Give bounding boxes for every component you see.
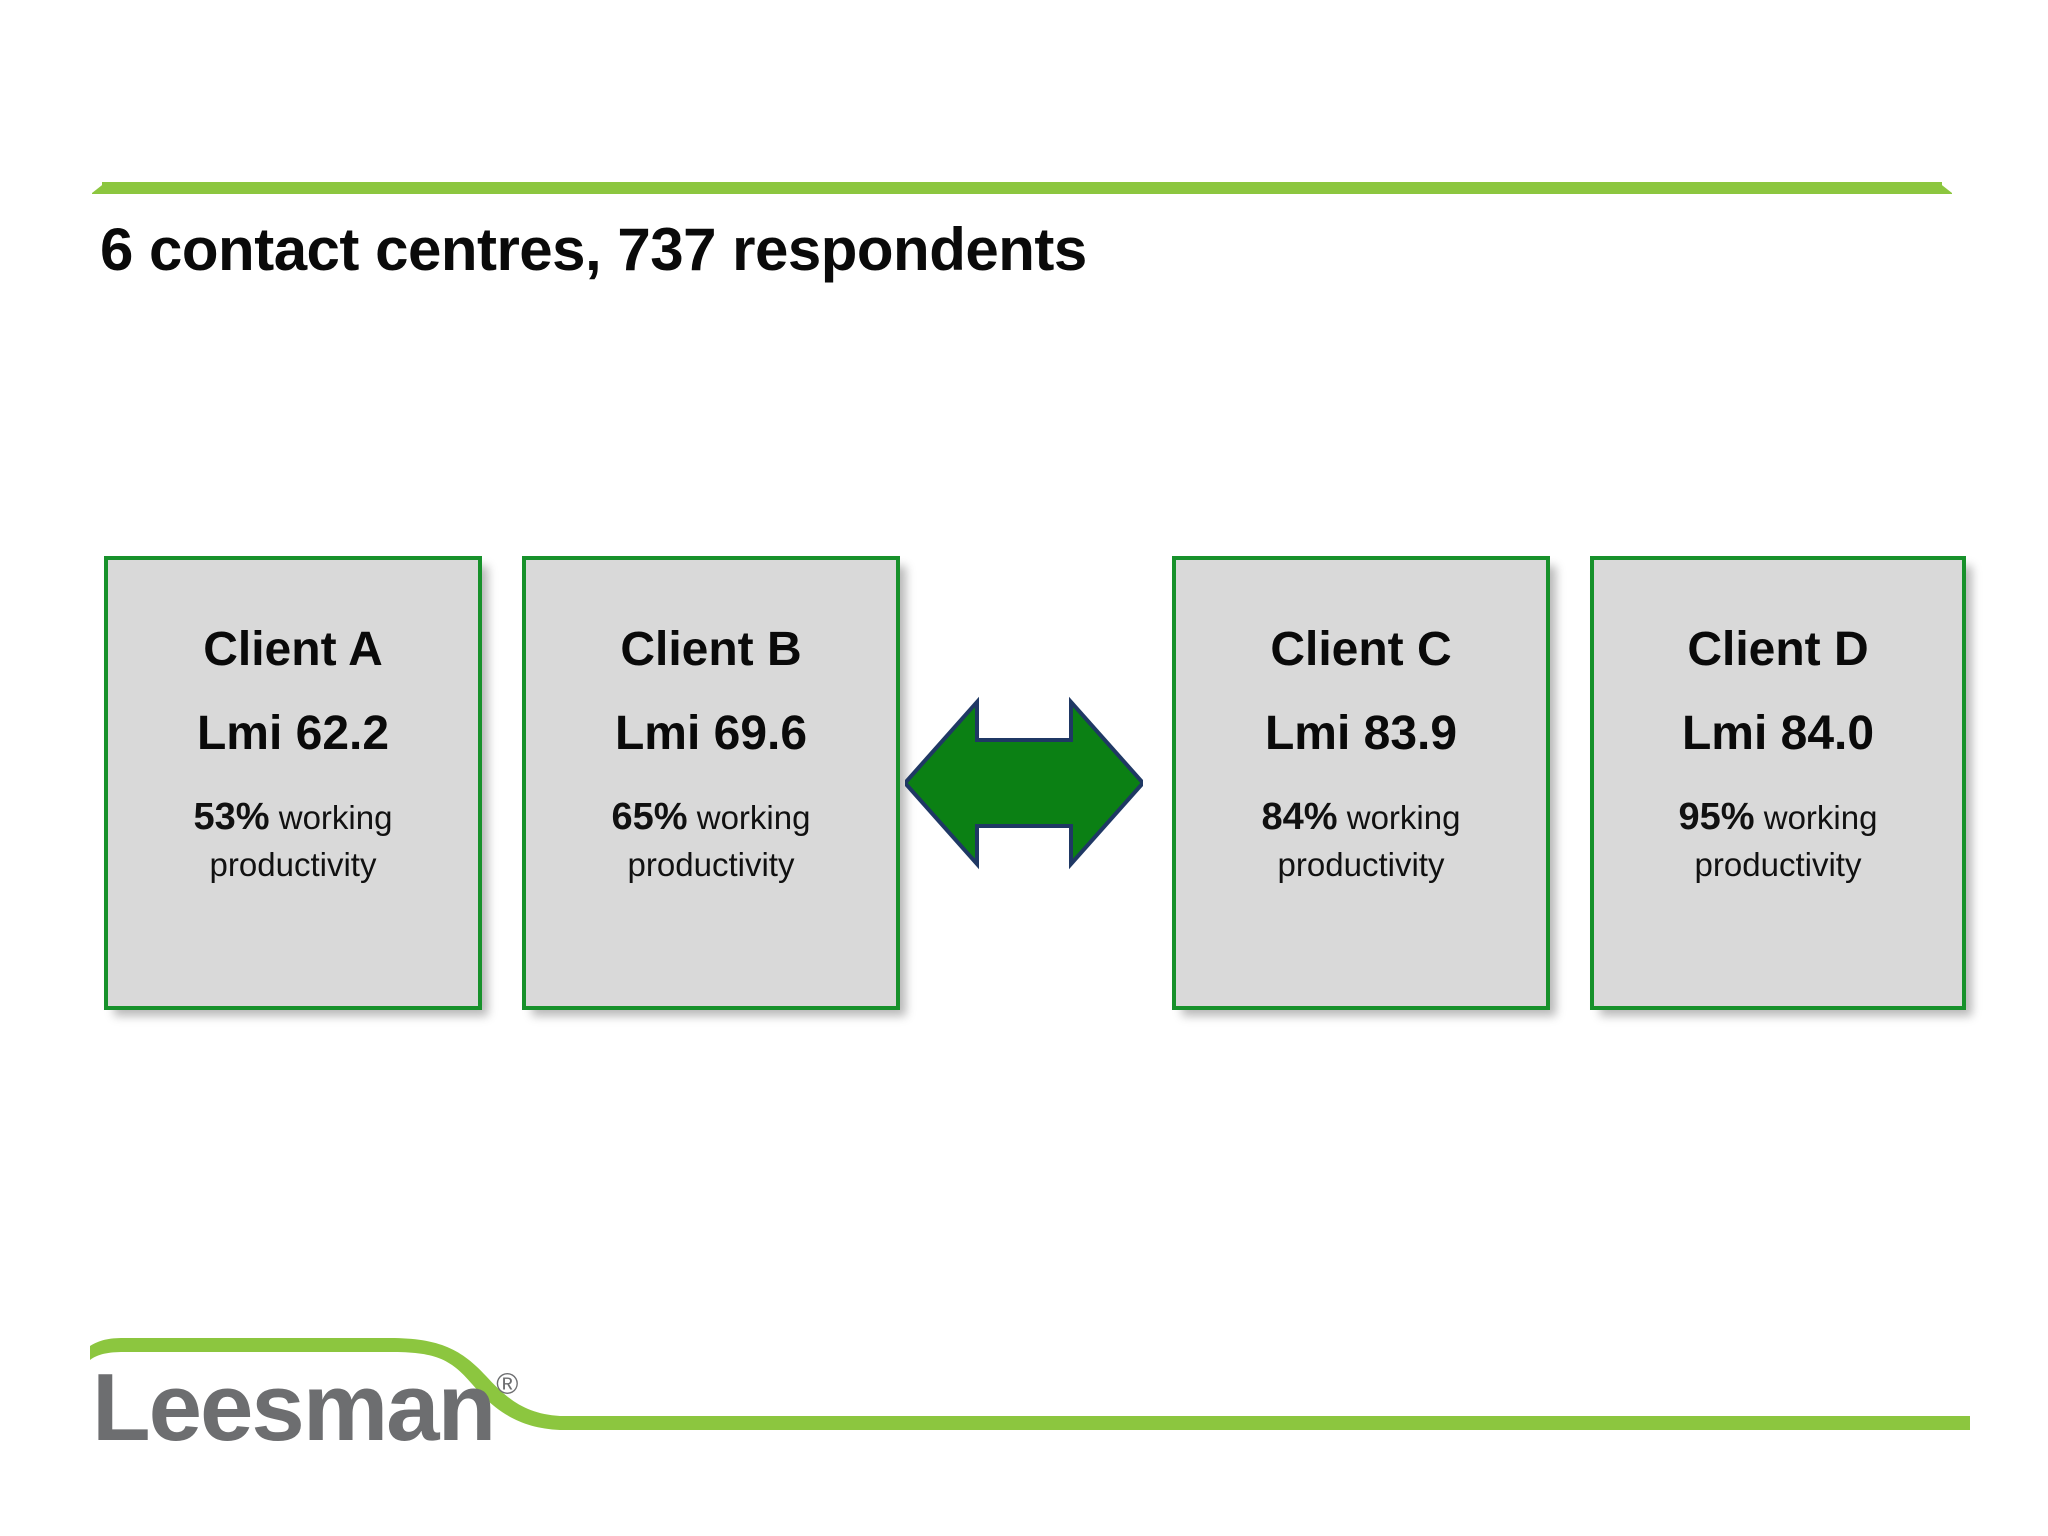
client-percent-d: 95% [1678, 796, 1755, 838]
client-metric-label-b: working productivity [627, 799, 811, 883]
registered-trademark-icon: ® [496, 1368, 519, 1401]
client-productivity-d: 95% working productivity [1618, 792, 1938, 886]
client-productivity-b: 65% working productivity [551, 792, 871, 886]
client-name-c: Client C [1270, 623, 1452, 676]
page-title: 6 contact centres, 737 respondents [100, 216, 1087, 283]
client-productivity-a: 53% working productivity [133, 792, 453, 886]
client-card-band: Client A Lmi 62.2 53% working productivi… [0, 556, 2048, 1016]
client-percent-c: 84% [1261, 796, 1338, 838]
slide-footer: Leesman ® [0, 1306, 2048, 1536]
double-headed-horizontal-arrow-icon [905, 692, 1143, 874]
client-card-b[interactable]: Client B Lmi 69.6 65% working productivi… [522, 556, 900, 1010]
client-productivity-c: 84% working productivity [1201, 792, 1521, 886]
client-percent-b: 65% [611, 796, 688, 838]
client-card-d[interactable]: Client D Lmi 84.0 95% working productivi… [1590, 556, 1966, 1010]
leesman-logo: Leesman ® [92, 1354, 519, 1461]
top-accent-rule [92, 180, 1952, 194]
client-lmi-c: Lmi 83.9 [1264, 707, 1458, 760]
client-metric-label-c: working productivity [1277, 799, 1461, 883]
footer-swoosh-accent [90, 1324, 1970, 1464]
leesman-logo-wordmark: Leesman [92, 1354, 496, 1461]
client-card-c[interactable]: Client C Lmi 83.9 84% working productivi… [1172, 556, 1550, 1010]
client-lmi-b: Lmi 69.6 [614, 707, 808, 760]
client-card-a[interactable]: Client A Lmi 62.2 53% working productivi… [104, 556, 482, 1010]
client-metric-label-d: working productivity [1694, 799, 1878, 883]
client-lmi-d: Lmi 84.0 [1681, 707, 1875, 760]
client-name-d: Client D [1687, 623, 1869, 676]
client-name-b: Client B [620, 623, 802, 676]
client-percent-a: 53% [193, 796, 270, 838]
client-name-a: Client A [203, 623, 383, 676]
client-metric-label-a: working productivity [209, 799, 393, 883]
client-lmi-a: Lmi 62.2 [196, 707, 390, 760]
